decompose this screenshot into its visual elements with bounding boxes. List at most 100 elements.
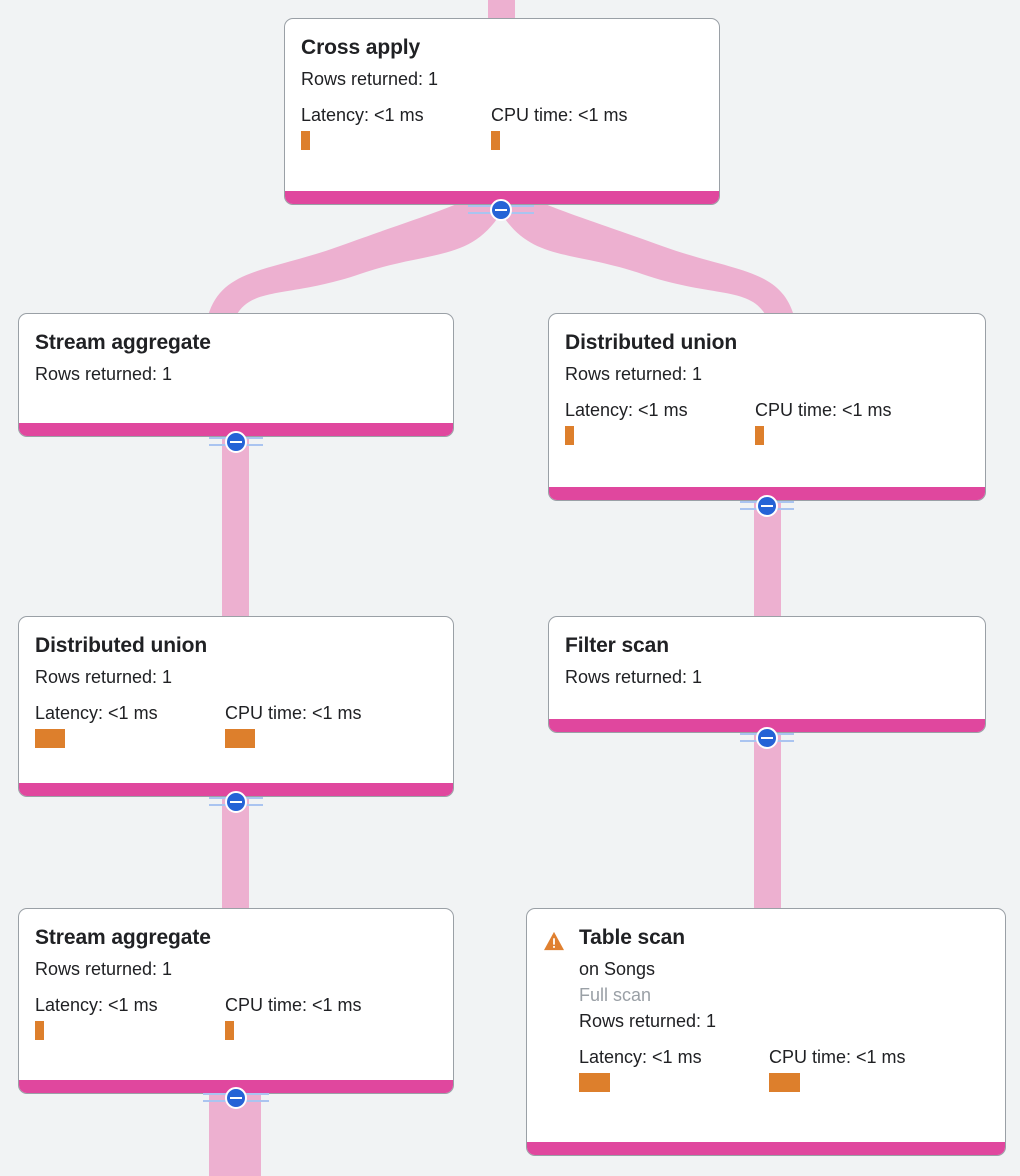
node-body: Table scan on Songs Full scan Rows retur… xyxy=(527,909,1005,1142)
node-metrics: Latency: <1 ms CPU time: <1 ms xyxy=(301,104,701,150)
metric-cpu-label: CPU time: <1 ms xyxy=(225,995,362,1015)
metric-latency: Latency: <1 ms xyxy=(565,399,755,445)
collapse-toggle-distributed-union-right[interactable] xyxy=(734,493,800,519)
warning-triangle-icon xyxy=(544,931,564,951)
metric-latency-label: Latency: <1 ms xyxy=(565,400,688,420)
node-title: Stream aggregate xyxy=(35,926,211,949)
metric-cpu-time: CPU time: <1 ms xyxy=(755,399,945,445)
node-title: Table scan xyxy=(579,926,685,949)
node-body: Distributed union Rows returned: 1 Laten… xyxy=(19,617,453,783)
plan-node-stream-aggregate-1[interactable]: Stream aggregate Rows returned: 1 xyxy=(18,313,454,437)
node-footer-bar xyxy=(549,487,985,500)
metric-cpu-time: CPU time: <1 ms xyxy=(225,994,415,1040)
metric-cpu-time: CPU time: <1 ms xyxy=(225,702,415,748)
node-body: Stream aggregate Rows returned: 1 xyxy=(19,314,453,423)
edge-cross-apply-to-stream-aggregate-1 xyxy=(208,196,501,316)
node-subtitle: on Songs xyxy=(579,959,656,979)
collapse-toggle-stream-aggregate-1[interactable] xyxy=(203,429,269,455)
collapse-toggle-distributed-union-left[interactable] xyxy=(203,789,269,815)
metric-latency-bar xyxy=(35,1021,44,1040)
node-footer-bar xyxy=(19,423,453,436)
edge-root-inbound xyxy=(488,0,515,20)
metric-cpu-label: CPU time: <1 ms xyxy=(769,1047,906,1067)
metric-latency-label: Latency: <1 ms xyxy=(579,1047,702,1067)
metric-cpu-bar xyxy=(225,729,255,748)
node-rows-returned: Rows returned: 1 xyxy=(579,1011,717,1031)
minus-glyph xyxy=(761,737,773,739)
minus-glyph xyxy=(230,801,242,803)
metric-cpu-bar xyxy=(225,1021,234,1040)
node-content: Distributed union Rows returned: 1 Laten… xyxy=(565,330,967,477)
node-rows-returned: Rows returned: 1 xyxy=(35,959,173,979)
node-detail: Full scan xyxy=(579,985,652,1005)
node-metrics: Latency: <1 ms CPU time: <1 ms xyxy=(579,1046,987,1092)
collapse-toggle-cross-apply[interactable] xyxy=(468,197,534,223)
toggle-lines-icon xyxy=(740,733,794,742)
toggle-lines-icon xyxy=(468,205,534,214)
node-metrics: Latency: <1 ms CPU time: <1 ms xyxy=(565,399,967,445)
plan-node-stream-aggregate-2[interactable]: Stream aggregate Rows returned: 1 Latenc… xyxy=(18,908,454,1094)
edge-cross-apply-to-distributed-union-right xyxy=(501,196,794,316)
node-rows-returned: Rows returned: 1 xyxy=(35,364,173,384)
node-rows-returned: Rows returned: 1 xyxy=(565,667,703,687)
minus-glyph xyxy=(761,505,773,507)
metric-latency-label: Latency: <1 ms xyxy=(35,703,158,723)
node-content: Cross apply Rows returned: 1 Latency: <1… xyxy=(301,35,701,181)
plan-node-filter-scan[interactable]: Filter scan Rows returned: 1 xyxy=(548,616,986,733)
node-metrics: Latency: <1 ms CPU time: <1 ms xyxy=(35,994,435,1040)
metric-cpu-label: CPU time: <1 ms xyxy=(225,703,362,723)
metric-cpu-time: CPU time: <1 ms xyxy=(769,1046,959,1092)
edge-stream-aggregate-1-to-distributed-union-left xyxy=(222,437,249,623)
collapse-toggle-filter-scan[interactable] xyxy=(734,725,800,751)
node-title: Filter scan xyxy=(565,634,669,657)
node-content: Filter scan Rows returned: 1 xyxy=(565,633,967,709)
metric-latency: Latency: <1 ms xyxy=(35,702,225,748)
plan-node-distributed-union-right[interactable]: Distributed union Rows returned: 1 Laten… xyxy=(548,313,986,501)
plan-node-distributed-union-left[interactable]: Distributed union Rows returned: 1 Laten… xyxy=(18,616,454,797)
toggle-lines-icon xyxy=(209,797,263,806)
node-title: Stream aggregate xyxy=(35,331,211,354)
node-footer-bar xyxy=(19,783,453,796)
node-content: Distributed union Rows returned: 1 Laten… xyxy=(35,633,435,773)
node-body: Stream aggregate Rows returned: 1 Latenc… xyxy=(19,909,453,1080)
metric-cpu-label: CPU time: <1 ms xyxy=(491,105,628,125)
node-rows-returned: Rows returned: 1 xyxy=(301,69,439,89)
metric-latency-bar xyxy=(35,729,65,748)
toggle-lines-icon xyxy=(209,437,263,446)
metric-cpu-time: CPU time: <1 ms xyxy=(491,104,681,150)
minus-glyph xyxy=(495,209,507,211)
metric-latency: Latency: <1 ms xyxy=(301,104,491,150)
node-content: Stream aggregate Rows returned: 1 Latenc… xyxy=(35,925,435,1070)
node-rows-returned: Rows returned: 1 xyxy=(565,364,703,384)
metric-latency-bar xyxy=(301,131,310,150)
node-rows-returned: Rows returned: 1 xyxy=(35,667,173,687)
collapse-toggle-stream-aggregate-2[interactable] xyxy=(203,1085,269,1111)
metric-cpu-bar xyxy=(491,131,500,150)
metric-latency-bar xyxy=(579,1073,610,1092)
metric-cpu-bar xyxy=(769,1073,800,1092)
toggle-lines-icon xyxy=(203,1093,269,1102)
warning-column xyxy=(543,925,579,1132)
metric-cpu-bar xyxy=(755,426,764,445)
metric-latency-bar xyxy=(565,426,574,445)
node-body: Cross apply Rows returned: 1 Latency: <1… xyxy=(285,19,719,191)
minus-glyph xyxy=(230,1097,242,1099)
node-content: Table scan on Songs Full scan Rows retur… xyxy=(579,925,987,1132)
node-footer-bar xyxy=(285,191,719,204)
node-title: Distributed union xyxy=(35,634,208,657)
node-content: Stream aggregate Rows returned: 1 xyxy=(35,330,435,413)
metric-latency: Latency: <1 ms xyxy=(579,1046,769,1092)
node-title: Cross apply xyxy=(301,36,421,59)
metric-cpu-label: CPU time: <1 ms xyxy=(755,400,892,420)
metric-latency-label: Latency: <1 ms xyxy=(35,995,158,1015)
node-footer-bar xyxy=(19,1080,453,1093)
minus-glyph xyxy=(230,441,242,443)
node-body: Filter scan Rows returned: 1 xyxy=(549,617,985,719)
metric-latency: Latency: <1 ms xyxy=(35,994,225,1040)
node-metrics: Latency: <1 ms CPU time: <1 ms xyxy=(35,702,435,748)
plan-node-cross-apply[interactable]: Cross apply Rows returned: 1 Latency: <1… xyxy=(284,18,720,205)
node-footer-bar xyxy=(527,1142,1005,1155)
edge-filter-scan-to-table-scan xyxy=(754,733,781,913)
plan-node-table-scan[interactable]: Table scan on Songs Full scan Rows retur… xyxy=(526,908,1006,1156)
